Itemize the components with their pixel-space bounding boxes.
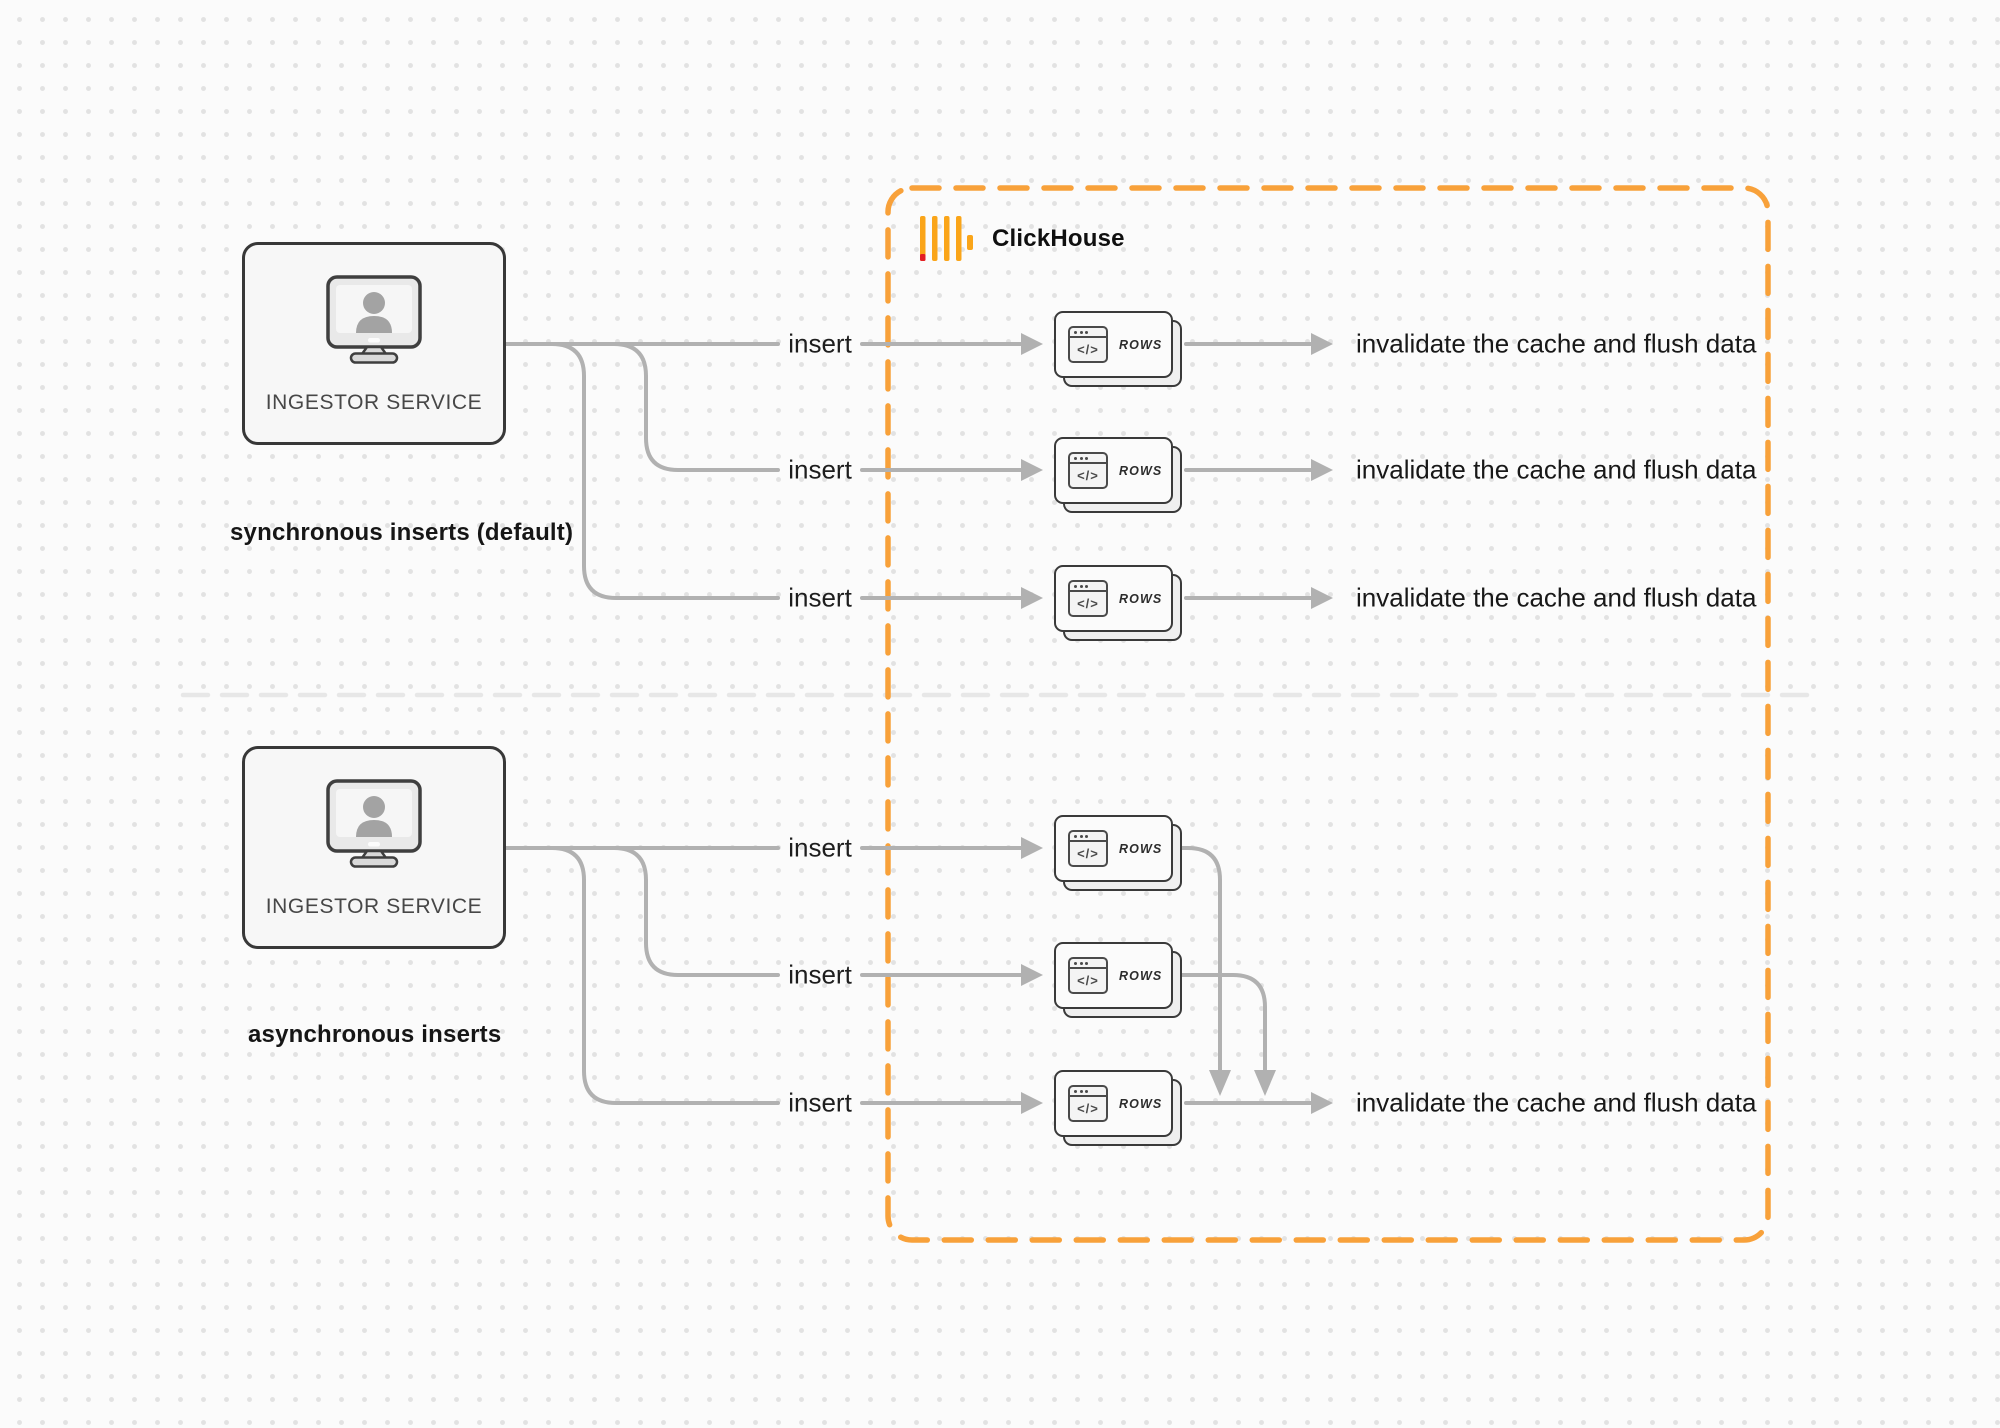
rows-table-card: </> ROWS	[1054, 437, 1182, 513]
card-stack-front: </> ROWS	[1054, 565, 1173, 632]
insert-label: insert	[788, 1087, 852, 1118]
arrow-right-icon	[1021, 964, 1043, 986]
code-window-icon: </>	[1068, 580, 1108, 617]
insert-label: insert	[788, 454, 852, 485]
rows-label: ROWS	[1119, 463, 1163, 478]
code-glyph: </>	[1077, 342, 1099, 357]
code-window-icon: </>	[1068, 830, 1108, 867]
rows-label: ROWS	[1119, 591, 1163, 606]
ingestor-service-box-async: INGESTOR SERVICE	[242, 746, 506, 949]
code-glyph: </>	[1077, 846, 1099, 861]
clickhouse-boundary	[885, 185, 1771, 1243]
code-window-icon: </>	[1068, 326, 1108, 363]
card-stack-front: </> ROWS	[1054, 1070, 1173, 1137]
code-glyph: </>	[1077, 973, 1099, 988]
arrow-right-icon	[1021, 837, 1043, 859]
window-dots	[1070, 582, 1106, 592]
arrow-right-icon	[1021, 587, 1043, 609]
monitor-user-icon	[326, 275, 422, 364]
window-dots	[1070, 959, 1106, 969]
arrow-right-icon	[1311, 587, 1333, 609]
rows-label: ROWS	[1119, 337, 1163, 352]
code-window-icon: </>	[1068, 1085, 1108, 1122]
service-label: INGESTOR SERVICE	[265, 391, 483, 414]
clickhouse-label: ClickHouse	[992, 224, 1125, 252]
card-stack-front: </> ROWS	[1054, 311, 1173, 378]
rows-table-card: </> ROWS	[1054, 565, 1182, 641]
rows-table-card: </> ROWS	[1054, 815, 1182, 891]
result-label: invalidate the cache and flush data	[1356, 582, 1757, 613]
arrow-right-icon	[1311, 1092, 1333, 1114]
arrow-right-icon	[1021, 1092, 1043, 1114]
arrow-right-icon	[1021, 333, 1043, 355]
code-glyph: </>	[1077, 1101, 1099, 1116]
sync-caption: synchronous inserts (default)	[230, 519, 574, 546]
result-label: invalidate the cache and flush data	[1356, 328, 1757, 359]
sync-wires	[504, 342, 1313, 600]
insert-label: insert	[788, 582, 852, 613]
code-glyph: </>	[1077, 468, 1099, 483]
insert-label: insert	[788, 959, 852, 990]
window-dots	[1070, 1087, 1106, 1097]
arrow-down-icon	[1209, 1070, 1231, 1096]
card-stack-front: </> ROWS	[1054, 942, 1173, 1009]
service-label: INGESTOR SERVICE	[265, 895, 483, 918]
rows-label: ROWS	[1119, 841, 1163, 856]
rows-table-card: </> ROWS	[1054, 311, 1182, 387]
code-window-icon: </>	[1068, 957, 1108, 994]
async-caption: asynchronous inserts	[248, 1021, 502, 1048]
rows-label: ROWS	[1119, 1096, 1163, 1111]
async-wires	[504, 846, 1313, 1105]
ingestor-service-box-sync: INGESTOR SERVICE	[242, 242, 506, 445]
rows-table-card: </> ROWS	[1054, 1070, 1182, 1146]
arrowheads	[1021, 333, 1333, 1114]
window-dots	[1070, 832, 1106, 842]
card-stack-front: </> ROWS	[1054, 437, 1173, 504]
arrow-right-icon	[1311, 459, 1333, 481]
result-label: invalidate the cache and flush data	[1356, 1087, 1757, 1118]
card-stack-front: </> ROWS	[1054, 815, 1173, 882]
arrow-down-icon	[1254, 1070, 1276, 1096]
code-glyph: </>	[1077, 596, 1099, 611]
rows-label: ROWS	[1119, 968, 1163, 983]
result-label: invalidate the cache and flush data	[1356, 454, 1757, 485]
insert-label: insert	[788, 328, 852, 359]
arrow-right-icon	[1021, 459, 1043, 481]
arrow-right-icon	[1311, 333, 1333, 355]
code-window-icon: </>	[1068, 452, 1108, 489]
clickhouse-logo-icon	[920, 216, 973, 261]
rows-table-card: </> ROWS	[1054, 942, 1182, 1018]
insert-label: insert	[788, 832, 852, 863]
window-dots	[1070, 328, 1106, 338]
monitor-user-icon	[326, 779, 422, 868]
clickhouse-header: ClickHouse	[920, 216, 1125, 261]
window-dots	[1070, 454, 1106, 464]
